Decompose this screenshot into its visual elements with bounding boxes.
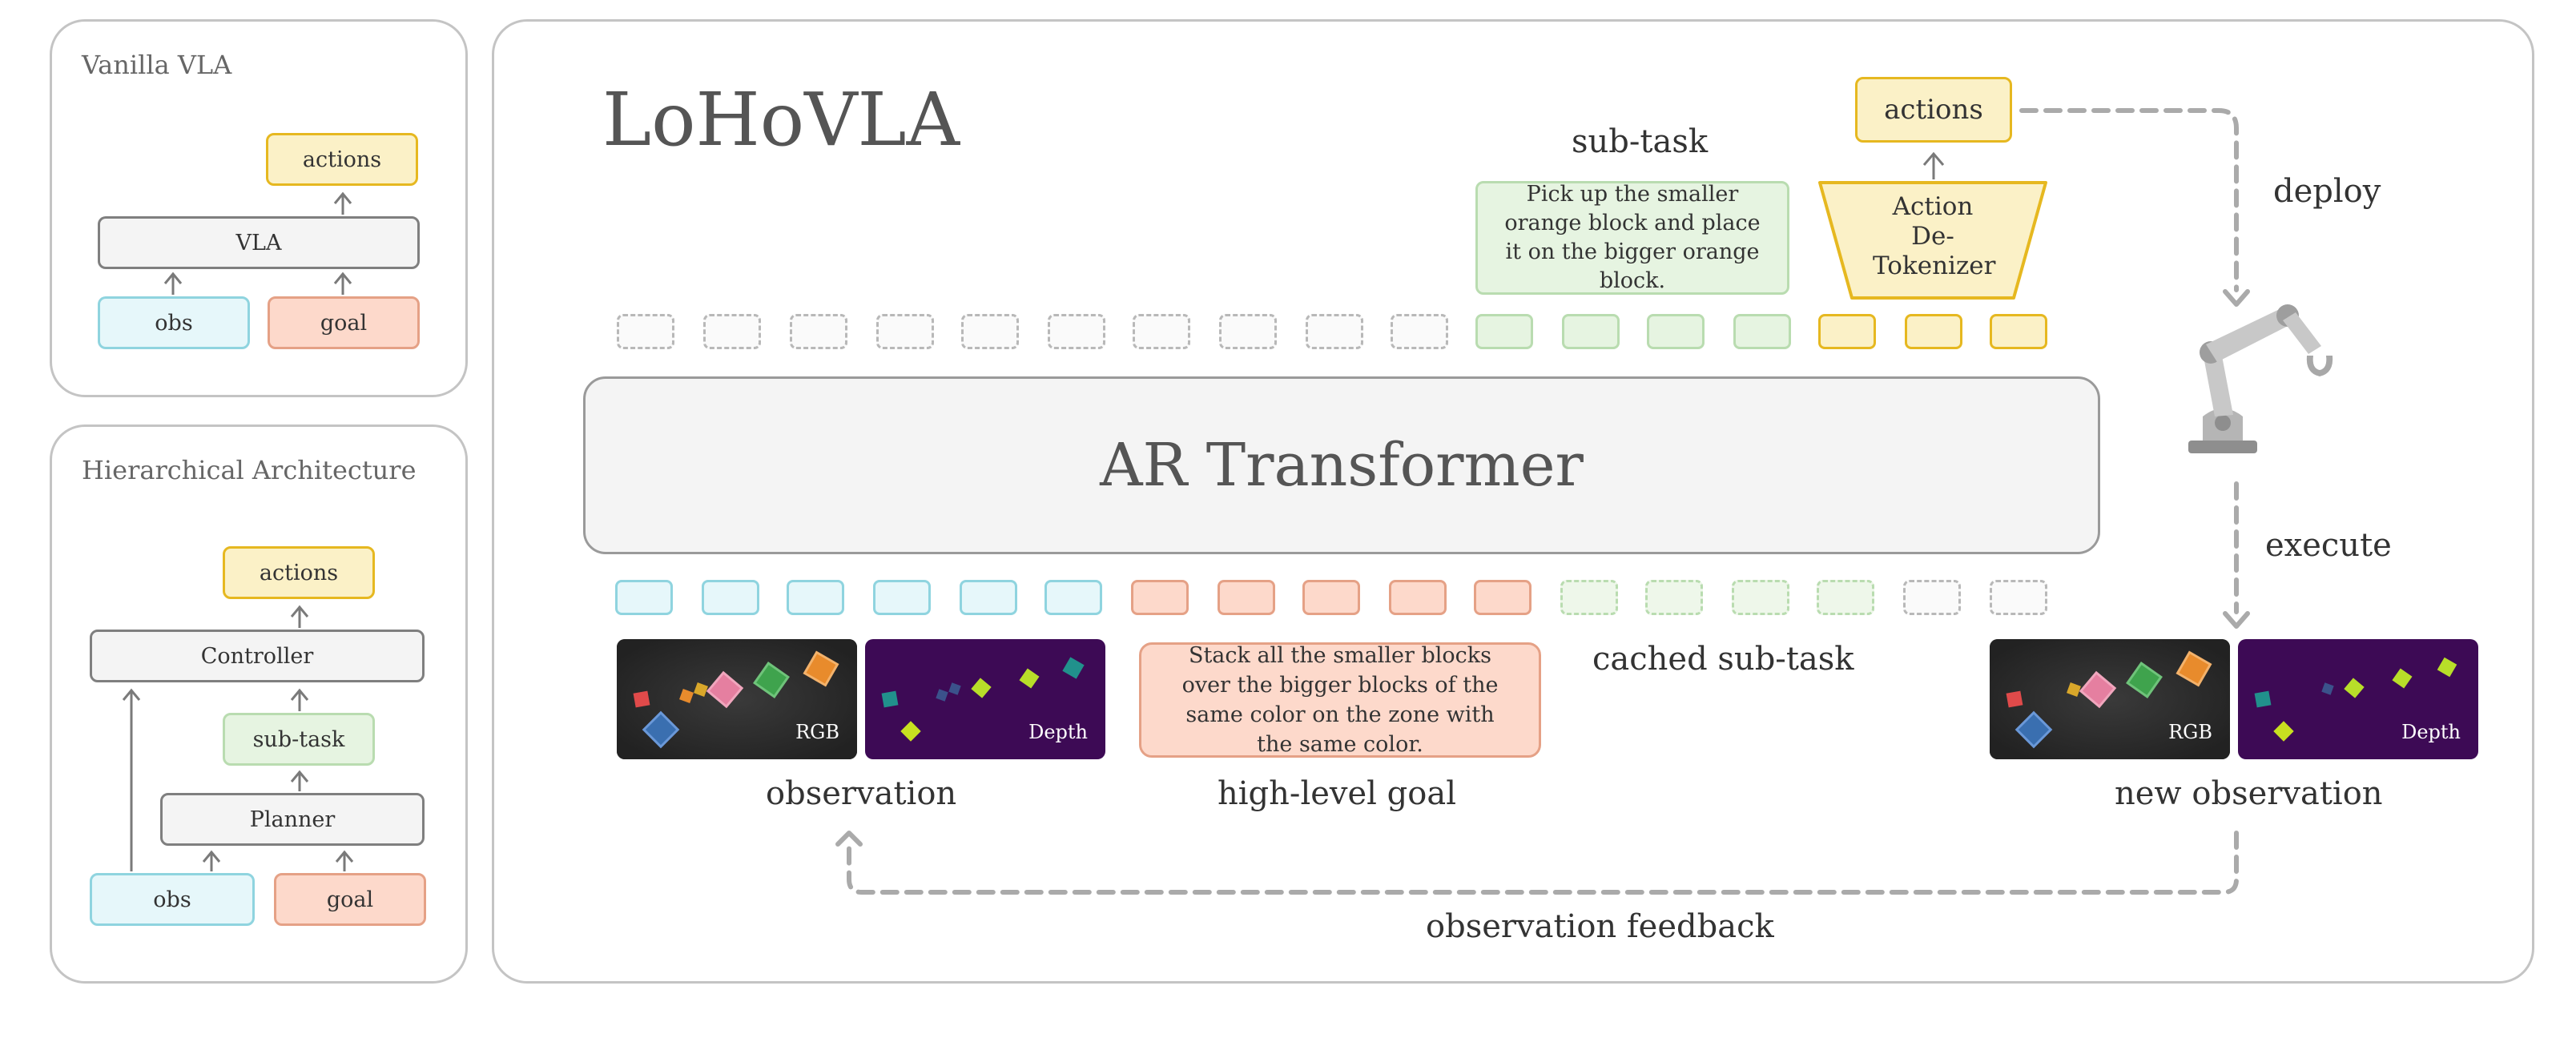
output-token — [703, 314, 761, 349]
cached-subtask-token — [1645, 580, 1703, 615]
detokenizer-text: Action De-Tokenizer — [1873, 192, 1996, 280]
empty-token — [1990, 580, 2047, 615]
obs-token — [960, 580, 1017, 615]
output-token — [961, 314, 1019, 349]
output-token — [1048, 314, 1105, 349]
subtask-token — [1475, 314, 1533, 349]
goal-token — [1302, 580, 1360, 615]
subtask-label: sub-task — [1572, 123, 1709, 160]
robot-arm-icon — [2179, 296, 2355, 465]
main-actions-box: actions — [1855, 77, 2012, 143]
depth-observation-image: Depth — [865, 639, 1105, 759]
vanilla-vla-title: Vanilla VLA — [82, 50, 232, 80]
action-detokenizer: Action De-Tokenizer — [1817, 181, 2049, 300]
deploy-label: deploy — [2273, 173, 2381, 210]
obs-token — [1044, 580, 1102, 615]
output-token — [1391, 314, 1448, 349]
new-rgb-observation-image: RGB — [1990, 639, 2230, 759]
cached-subtask-token — [1560, 580, 1618, 615]
cached-subtask-token — [1817, 580, 1874, 615]
output-token — [1133, 314, 1190, 349]
cached-subtask-label: cached sub-task — [1592, 641, 1854, 678]
hier-goal-box: goal — [274, 873, 426, 926]
depth-tag: Depth — [1028, 721, 1088, 743]
vanilla-vla-box: VLA — [98, 216, 420, 269]
obs-token — [702, 580, 759, 615]
output-token — [1306, 314, 1363, 349]
goal-token — [1131, 580, 1189, 615]
new-rgb-tag: RGB — [2168, 721, 2212, 743]
observation-feedback-label: observation feedback — [1426, 908, 1774, 945]
obs-token — [873, 580, 931, 615]
hier-obs-box: obs — [90, 873, 255, 926]
subtask-text-box: Pick up the smaller orange block and pla… — [1475, 181, 1789, 295]
vanilla-obs-box: obs — [98, 296, 250, 349]
goal-token — [1474, 580, 1532, 615]
obs-token — [615, 580, 673, 615]
hier-controller-box: Controller — [90, 630, 425, 682]
goal-token — [1389, 580, 1447, 615]
hier-subtask-box: sub-task — [223, 713, 375, 766]
ar-transformer-box: AR Transformer — [583, 376, 2100, 554]
output-token — [790, 314, 847, 349]
goal-token — [1218, 580, 1275, 615]
goal-text-box: Stack all the smaller blocks over the bi… — [1139, 642, 1541, 758]
output-token — [1219, 314, 1277, 349]
output-token — [876, 314, 934, 349]
vanilla-goal-box: goal — [268, 296, 420, 349]
output-token — [617, 314, 674, 349]
rgb-observation-image: RGB — [617, 639, 857, 759]
goal-label: high-level goal — [1218, 775, 1457, 812]
empty-token — [1903, 580, 1961, 615]
hier-actions-box: actions — [223, 546, 375, 599]
action-token — [1818, 314, 1876, 349]
observation-label: observation — [766, 775, 957, 812]
new-observation-label: new observation — [2115, 775, 2383, 812]
rgb-tag: RGB — [795, 721, 839, 743]
obs-token — [787, 580, 844, 615]
execute-label: execute — [2265, 527, 2392, 564]
subtask-token — [1562, 314, 1620, 349]
hierarchical-title: Hierarchical Architecture — [82, 455, 417, 485]
vanilla-actions-box: actions — [266, 133, 418, 186]
new-depth-tag: Depth — [2401, 721, 2461, 743]
subtask-token — [1647, 314, 1705, 349]
hier-planner-box: Planner — [160, 793, 425, 846]
action-token — [1905, 314, 1962, 349]
subtask-token — [1733, 314, 1791, 349]
new-depth-observation-image: Depth — [2238, 639, 2478, 759]
action-token — [1990, 314, 2047, 349]
cached-subtask-token — [1732, 580, 1789, 615]
lohovla-title: LoHoVLA — [602, 77, 960, 163]
